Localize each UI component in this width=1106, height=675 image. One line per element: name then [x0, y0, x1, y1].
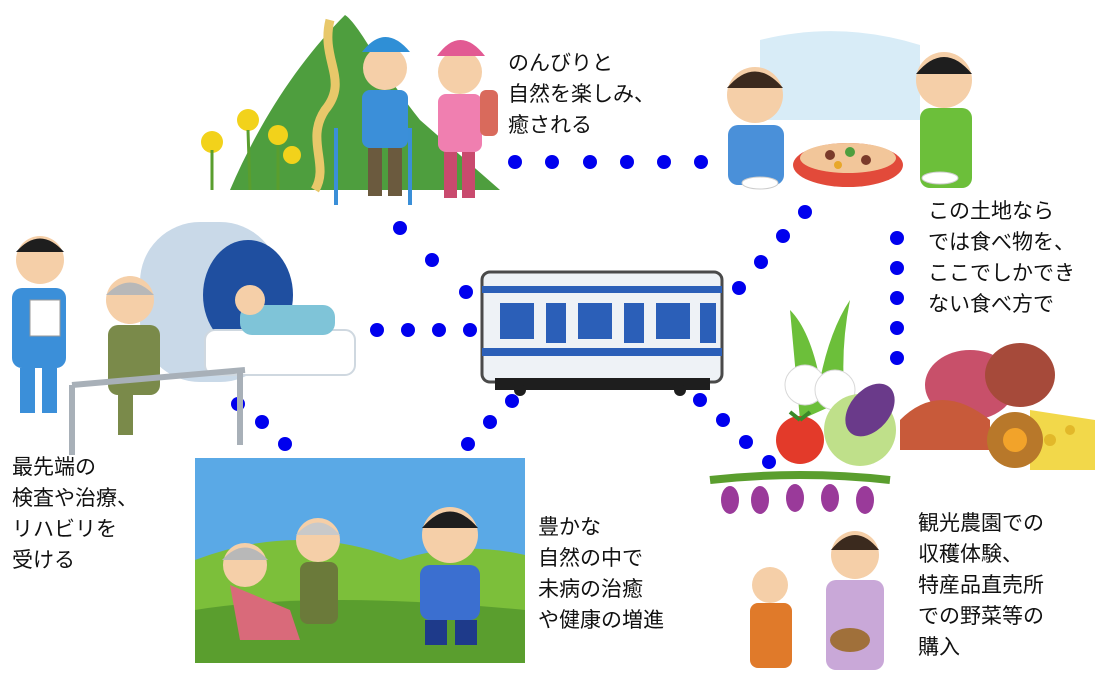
caption-line: 検査や治療、	[12, 486, 138, 510]
caption-line: のんびりと	[508, 51, 613, 75]
connector-medical-train	[370, 323, 477, 337]
caption-line: 自然を楽しみ、	[508, 82, 655, 106]
stretching-icon	[222, 507, 480, 645]
caption-line: での野菜等の	[918, 604, 1044, 628]
caption-line: 収穫体験、	[918, 542, 1023, 566]
train-icon	[480, 270, 724, 396]
hiking-illustration	[201, 15, 500, 205]
caption-farm: 観光農園での 収穫体験、 特産品直売所 での野菜等の 購入	[918, 508, 1044, 663]
produce-illustration	[776, 300, 1095, 470]
vegetables-icon	[776, 300, 896, 466]
food-illustration	[727, 31, 972, 190]
connector-train-farm	[693, 393, 776, 469]
dotted-connectors	[231, 155, 904, 473]
connector-hiking-train	[393, 221, 473, 299]
caption-line: 未病の治癒	[538, 577, 643, 601]
caption-line: 特産品直売所	[918, 573, 1044, 597]
caption-line: リハビリを	[12, 517, 117, 541]
rehab-icon	[12, 236, 246, 455]
medical-illustration	[12, 222, 356, 455]
sky-cloud	[760, 31, 920, 120]
caption-medical: 最先端の 検査や治療、 リハビリを 受ける	[12, 452, 138, 576]
caption-line: 豊かな	[538, 515, 601, 539]
caption-line: 自然の中で	[538, 546, 643, 570]
mri-icon	[140, 222, 356, 382]
caption-line: ない食べ方で	[928, 292, 1054, 316]
caption-line: 観光農園での	[918, 511, 1044, 535]
caption-hiking: のんびりと 自然を楽しみ、 癒される	[508, 48, 655, 141]
grape-picking-icon	[709, 471, 891, 670]
caption-line: 癒される	[508, 113, 592, 137]
flowers-icon	[201, 109, 301, 191]
caption-line: ここでしかでき	[928, 261, 1075, 285]
nature-illustration	[195, 458, 525, 663]
caption-nature: 豊かな 自然の中で 未病の治癒 や健康の増進	[538, 512, 664, 636]
connector-train-nature	[439, 394, 519, 473]
connector-food-farm	[890, 231, 904, 365]
bbq-icon	[741, 143, 959, 190]
people-eating-icon	[727, 52, 972, 188]
caption-food: この土地なら では食べ物を、 ここでしかでき ない食べ方で	[928, 196, 1075, 320]
connector-hiking-food	[508, 155, 708, 169]
connector-food-train	[732, 205, 812, 295]
caption-line: 最先端の	[12, 455, 96, 479]
meat-cheese-icon	[900, 343, 1095, 470]
caption-line: では食べ物を、	[928, 230, 1075, 254]
caption-line: や健康の増進	[538, 608, 664, 632]
hikers-icon	[334, 37, 498, 205]
caption-line: この土地なら	[928, 199, 1054, 223]
caption-line: 受ける	[12, 548, 75, 572]
caption-line: 購入	[918, 635, 960, 659]
